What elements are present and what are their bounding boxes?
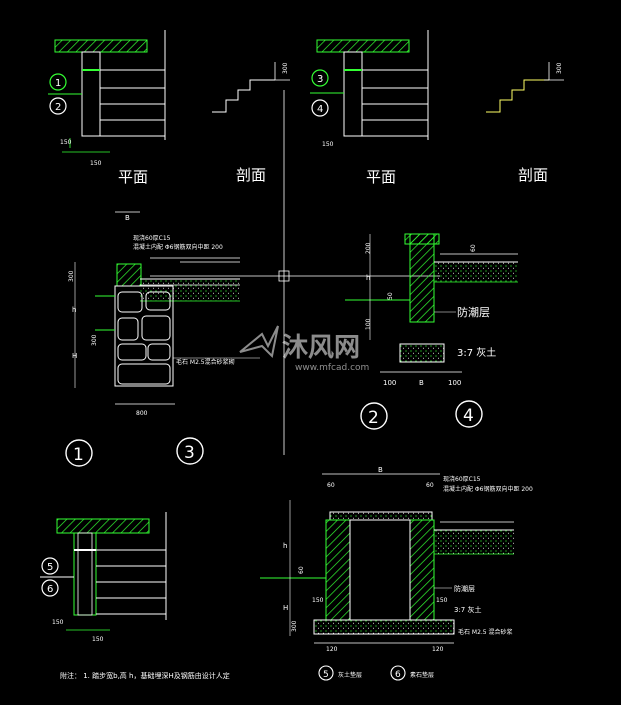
detail-bubble-1 xyxy=(65,439,93,467)
detail-mid-left: B 300 h H 300 800 现浇60厚C15 混凝土内配 Φ6钢筋双向中… xyxy=(68,211,260,417)
detail-bubble-3-small xyxy=(311,69,329,87)
annot-mid-right-dpc: 防潮层 xyxy=(457,305,490,319)
plan-top-left: 150 150 1 2 平面 xyxy=(48,30,166,186)
detail-bubble-4-small xyxy=(311,99,329,117)
section-top-left: 300 剖面 xyxy=(212,62,290,184)
legend-label-6: 素石垫层 xyxy=(410,671,434,679)
dim-bot-right-120-left: 120 xyxy=(326,646,338,653)
watermark-url: www.mfcad.com xyxy=(295,363,369,373)
annot-bot-right-slab: 现浇60厚C15 xyxy=(443,475,481,483)
annot-bot-right-stone: 毛石 M2.5 混合砂浆 xyxy=(458,628,513,636)
dim-bot-right-60-right: 60 xyxy=(426,482,434,489)
title-section-left: 剖面 xyxy=(236,166,266,184)
crosshair-cursor xyxy=(150,90,440,455)
detail-bubble-4-num: 4 xyxy=(463,406,474,426)
dim-mid-right-100: 100 xyxy=(365,318,372,330)
dim-mid-right-100-left: 100 xyxy=(383,379,396,387)
detail-bubbles-large: 1 3 2 4 xyxy=(65,400,483,467)
title-plan-right: 平面 xyxy=(366,168,396,186)
dim-mid-left-300: 300 xyxy=(68,270,75,282)
dim-plan-left-bottom: 150 xyxy=(90,160,102,167)
legend-bubble-6-num: 6 xyxy=(395,670,401,680)
dim-mid-left-base: 800 xyxy=(136,410,148,417)
legend-bubble-5 xyxy=(318,665,334,681)
detail-bubble-6-small xyxy=(41,579,59,597)
annot-bot-right-rebar: 混凝土内配 Φ6钢筋双向中距 200 xyxy=(443,485,533,493)
dim-mid-left-B: B xyxy=(125,214,130,222)
dim-mid-left-wall: 300 xyxy=(91,334,98,346)
legend-bubble-5-num: 5 xyxy=(323,670,329,680)
detail-bubble-3-num: 3 xyxy=(184,443,195,463)
dim-bot-right-150-right: 150 xyxy=(436,597,448,604)
title-plan-left: 平面 xyxy=(118,168,148,186)
dim-mid-left-h: h xyxy=(72,306,76,314)
dim-bot-right-300: 300 xyxy=(291,620,298,632)
plan-top-right: 150 3 4 平面 xyxy=(310,30,429,186)
detail-bubble-1-num: 1 xyxy=(73,445,84,465)
annot-mid-left-slab: 现浇60厚C15 xyxy=(133,234,171,242)
detail-bubble-6-label: 6 xyxy=(47,584,53,595)
dim-bot-right-B: B xyxy=(378,466,383,474)
dim-mid-right-200: 200 xyxy=(365,242,372,254)
annot-mid-left-rebar: 混凝土内配 Φ6钢筋双向中距 200 xyxy=(133,243,223,251)
dim-bot-right-h: h xyxy=(283,542,287,550)
dim-mid-right-50: 50 xyxy=(387,292,394,300)
detail-bubble-2 xyxy=(360,402,388,430)
detail-mid-right: 200 60 h 100 50 100 B 100 防潮层 3:7 灰土 xyxy=(345,233,518,387)
dim-section-right: 300 xyxy=(556,62,563,74)
dim-mid-left-H: H xyxy=(72,352,77,360)
detail-bottom-right: B 60 60 h H 60 150 150 300 120 120 现浇60厚… xyxy=(260,466,533,653)
detail-bubble-2-label: 2 xyxy=(55,102,61,113)
detail-bubble-4 xyxy=(455,400,483,428)
annot-bot-right-dpc: 防潮层 xyxy=(454,584,475,593)
dim-mid-right-100-right: 100 xyxy=(448,379,461,387)
detail-bubble-1-small xyxy=(49,73,67,91)
watermark-logo-icon xyxy=(239,325,279,359)
dim-plan-right-side: 150 xyxy=(322,141,334,148)
drawing-note: 附注： 1. 踏步宽b,高 h，基础埋深H及钢筋由设计人定 xyxy=(60,671,230,680)
detail-bubble-5-label: 5 xyxy=(47,562,53,573)
dim-mid-right-B: B xyxy=(419,379,424,387)
annot-mid-right-lime: 3:7 灰土 xyxy=(457,346,496,359)
dim-section-left: 300 xyxy=(282,62,289,74)
section-top-right: 300 剖面 xyxy=(486,62,564,184)
title-section-right: 剖面 xyxy=(518,166,548,184)
dim-bot-right-150-left: 150 xyxy=(312,597,324,604)
dim-bot-left-bottom: 150 xyxy=(92,636,104,643)
dim-bot-right-60-left: 60 xyxy=(327,482,335,489)
dim-bot-right-H: H xyxy=(283,604,288,612)
dim-mid-right-60: 60 xyxy=(470,244,477,252)
dim-bot-right-120-right: 120 xyxy=(432,646,444,653)
dim-mid-right-h: h xyxy=(366,274,370,282)
detail-bubble-3-label: 3 xyxy=(317,74,323,85)
legend-bubble-6 xyxy=(390,665,406,681)
dim-plan-left-side: 150 xyxy=(60,139,72,146)
detail-bubble-4-label: 4 xyxy=(317,104,323,115)
watermark-brand: 沐风网 xyxy=(282,333,360,363)
legend-bottom: 5 灰土垫层 6 素石垫层 xyxy=(318,665,434,681)
dim-bot-right-60-step: 60 xyxy=(298,566,305,574)
watermark: 沐风网 www.mfcad.com xyxy=(239,325,369,373)
dim-bot-left-side: 150 xyxy=(52,619,64,626)
detail-bubble-1-label: 1 xyxy=(55,78,61,89)
detail-bubble-2-num: 2 xyxy=(368,408,379,428)
annot-mid-left-stone: 毛石 M2.5混合砂浆砌 xyxy=(176,358,235,366)
detail-bubble-2-small xyxy=(49,97,67,115)
detail-bubble-5-small xyxy=(41,557,59,575)
plan-bottom-left: 150 150 5 6 xyxy=(40,512,167,643)
legend-label-5: 灰土垫层 xyxy=(338,671,362,679)
detail-bubble-3 xyxy=(176,437,204,465)
annot-bot-right-lime: 3:7 灰土 xyxy=(454,605,482,614)
